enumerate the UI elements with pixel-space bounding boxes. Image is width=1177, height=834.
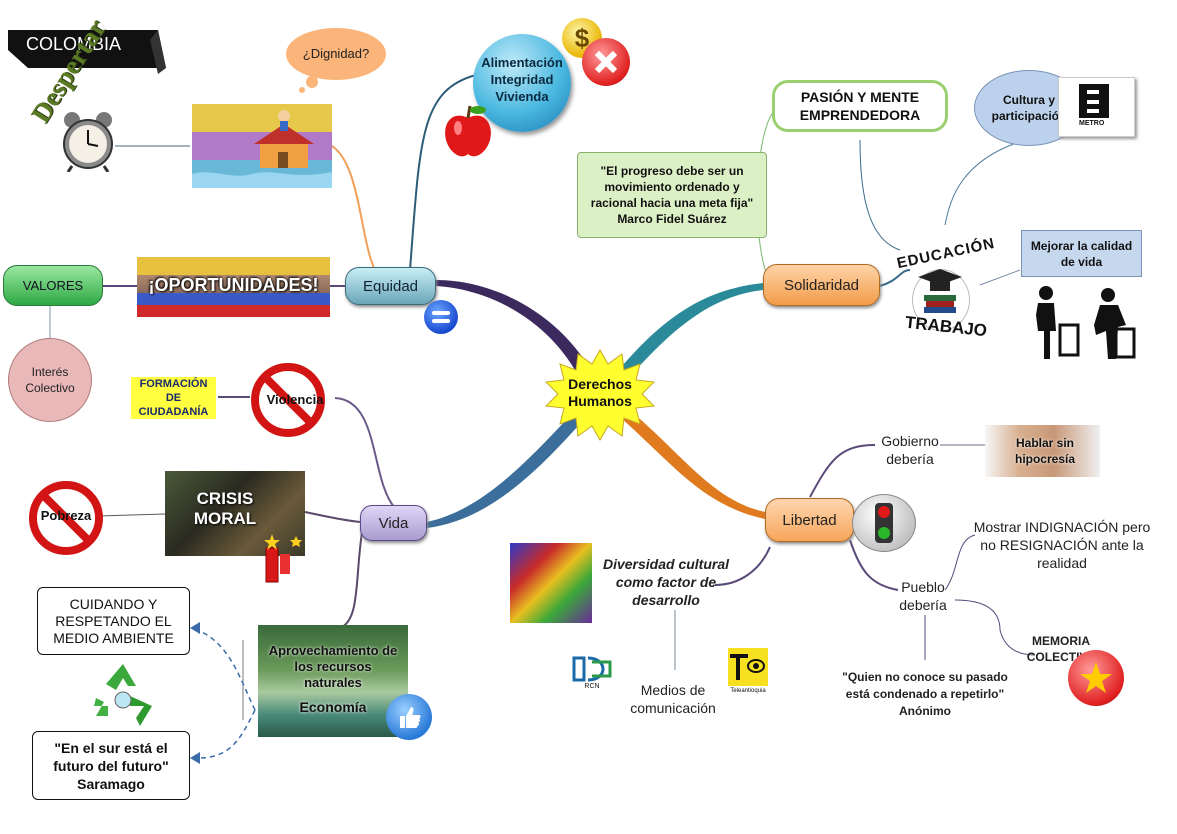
- metro-logo: METRO: [1058, 77, 1135, 137]
- alimentacion-text: Alimentación Integridad Vivienda: [481, 55, 563, 104]
- handshake-image: Hablar sin hipocresía: [985, 425, 1100, 477]
- saramago-box: "En el sur está el futuro del futuro" Sa…: [32, 731, 190, 800]
- violencia-prohibited-icon: Violencia: [250, 362, 326, 438]
- title-banner: COLOMBIA: [8, 28, 166, 74]
- star-button-icon: [1068, 650, 1124, 706]
- graduation-cap-icon: [918, 269, 962, 313]
- solidaridad-label: Solidaridad: [783, 276, 860, 294]
- vida-label: Vida: [378, 514, 409, 532]
- center-node: Derechos Humanos: [544, 348, 656, 442]
- solidaridad-node[interactable]: Solidaridad: [763, 264, 880, 306]
- interes-colectivo-node: Interés Colectivo: [8, 338, 92, 422]
- fireworks-icon: [264, 530, 304, 584]
- economia-text: Economía: [299, 699, 367, 715]
- cancel-icon: [582, 38, 630, 86]
- cuidando-text: CUIDANDO Y RESPETANDO EL MEDIO AMBIENTE: [53, 595, 174, 646]
- crisis-moral-image: CRISIS MORAL: [165, 471, 305, 556]
- alarm-clock-icon: [60, 110, 116, 173]
- valores-text: VALORES: [22, 278, 84, 293]
- pobreza-text: Pobreza: [40, 508, 92, 523]
- educacion-trabajo-emblem: EDUCACIÓN TRABAJO: [890, 225, 996, 345]
- libertad-node[interactable]: Libertad: [765, 498, 854, 542]
- alimentacion-node: Alimentación Integridad Vivienda: [473, 34, 571, 132]
- river-image: Aprovechamiento de los recursos naturale…: [258, 625, 408, 737]
- equals-icon: [424, 300, 458, 334]
- pueblo-text: Pueblo debería: [899, 579, 947, 613]
- hablar-text: Hablar sin hipocresía: [1014, 436, 1076, 466]
- crisis-text: CRISIS MORAL: [193, 489, 257, 528]
- metro-logo-text: METRO: [1079, 120, 1105, 127]
- formacion-label: FORMACIÓN DE CIUDADANÍA: [131, 377, 216, 419]
- violencia-text: Violencia: [266, 392, 324, 407]
- cuidando-box: CUIDANDO Y RESPETANDO EL MEDIO AMBIENTE: [37, 587, 190, 655]
- flooded-house-image: [192, 104, 332, 188]
- teleantioquia-text: Teleantioquia: [730, 688, 766, 694]
- valores-node: VALORES: [3, 265, 103, 306]
- mejorar-box: Mejorar la calidad de vida: [1021, 230, 1142, 277]
- rcn-logo: RCN: [568, 654, 616, 694]
- apple-icon: [442, 104, 494, 160]
- quien-text: "Quien no conoce su pasado está condenad…: [842, 670, 1008, 718]
- aprovechamiento-text: Aprovechamiento de los recursos naturale…: [268, 643, 398, 690]
- quote-text: "El progreso debe ser un movimiento orde…: [590, 164, 754, 226]
- quote-box: "El progreso debe ser un movimiento orde…: [577, 152, 767, 238]
- formacion-text: FORMACIÓN DE CIUDADANÍA: [138, 378, 209, 418]
- center-text: Derechos Humanos: [568, 376, 632, 409]
- title-text: COLOMBIA: [26, 34, 122, 54]
- memoria-text: MEMORIA COLECTIVA: [1026, 634, 1096, 664]
- gobierno-text: Gobierno debería: [881, 433, 939, 467]
- interes-text: Interés Colectivo: [25, 365, 75, 395]
- vida-node[interactable]: Vida: [360, 505, 427, 541]
- recycling-people-icon: [1028, 285, 1136, 363]
- dollar-coin-icon: $: [562, 18, 602, 58]
- dignidad-text: ¿Dignidad?: [302, 46, 370, 61]
- dignidad-thought-bubble: ¿Dignidad?: [282, 24, 386, 94]
- oportunidades-text: ¡OPORTUNIDADES!: [148, 275, 319, 295]
- recycle-icon: [86, 662, 160, 728]
- cultura-text: Cultura y participación: [991, 93, 1067, 123]
- equidad-label: Equidad: [362, 277, 419, 295]
- teleantioquia-logo: Teleantioquia: [726, 648, 770, 698]
- equidad-node[interactable]: Equidad: [345, 267, 436, 305]
- traffic-light-icon: [852, 494, 916, 552]
- thumbs-up-icon: [386, 694, 432, 740]
- mejorar-text: Mejorar la calidad de vida: [1030, 238, 1133, 269]
- pasion-box: PASIÓN Y MENTE EMPRENDEDORA: [772, 80, 948, 132]
- mostrar-text: Mostrar INDIGNACIÓN pero no RESIGNACIÓN …: [973, 519, 1151, 571]
- oportunidades-banner: ¡OPORTUNIDADES!: [137, 257, 330, 317]
- rcn-text: RCN: [584, 683, 600, 690]
- medios-text: Medios de comunicación: [630, 682, 716, 716]
- branch-libertad-line: [612, 404, 765, 519]
- diversidad-text: Diversidad cultural como factor de desar…: [602, 556, 730, 608]
- saramago-text: "En el sur está el futuro del futuro" Sa…: [53, 739, 169, 792]
- pasion-text: PASIÓN Y MENTE EMPRENDEDORA: [799, 89, 921, 123]
- pobreza-prohibited-icon: Pobreza: [28, 480, 104, 556]
- libertad-label: Libertad: [782, 511, 837, 529]
- diversidad-artwork: [510, 543, 592, 623]
